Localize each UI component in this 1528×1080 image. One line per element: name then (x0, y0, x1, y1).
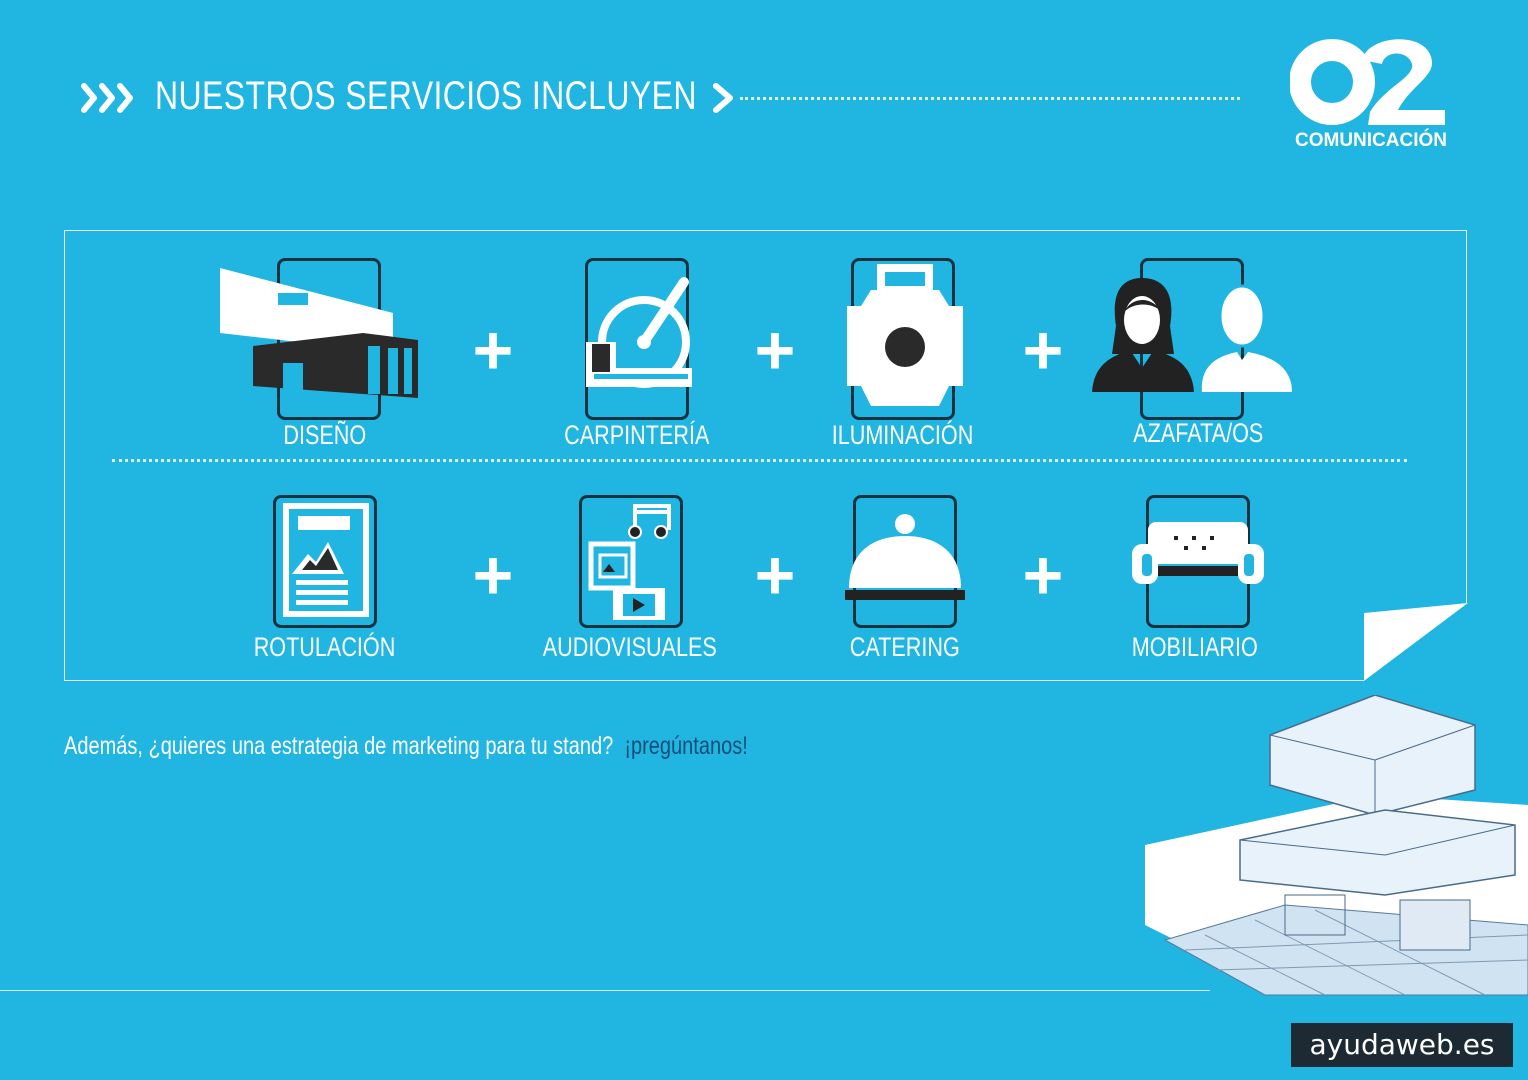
service-label-carpinteria: CARPINTERÍA (564, 420, 710, 450)
catering-frame (853, 495, 957, 628)
page-title: NUESTROS SERVICIOS INCLUYEN (155, 74, 697, 118)
plus-icon: + (754, 536, 796, 614)
folded-corner (1364, 603, 1468, 681)
saw-icon (586, 277, 692, 388)
sofa-icon (1132, 522, 1264, 584)
plus-icon: + (472, 536, 514, 614)
service-label-azafatas: AZAFATA/OS (1132, 418, 1264, 448)
logo-text: COMUNICACIÓN (1295, 130, 1447, 151)
marketing-question: Además, ¿quieres una estrategia de marke… (64, 732, 919, 761)
media-icon (588, 504, 671, 620)
service-label-rotulacion: ROTULACIÓN (254, 632, 396, 662)
services-box (64, 230, 1467, 681)
header-divider (740, 97, 1240, 100)
rotulacion-frame (273, 495, 377, 628)
ask-us-link[interactable]: ¡pregúntanos! (624, 732, 748, 760)
watermark: ayudaweb.es (1291, 1023, 1513, 1067)
plus-icon: + (1022, 536, 1064, 614)
plus-icon: + (754, 311, 796, 389)
question-text: Además, ¿quieres una estrategia de marke… (64, 732, 614, 760)
service-label-diseno: DISEÑO (283, 420, 367, 450)
chevrons-icon (80, 82, 140, 119)
service-label-catering: CATERING (849, 632, 960, 662)
service-label-mobiliario: MOBILIARIO (1131, 632, 1259, 662)
cloche-icon (845, 514, 965, 600)
audiovisuales-frame (579, 495, 683, 628)
spotlight-icon (847, 264, 963, 406)
hosts-icon (1092, 278, 1292, 392)
building-icon (220, 268, 418, 398)
bottom-divider (0, 990, 1210, 991)
plus-icon: + (472, 311, 514, 389)
stand-illustration (1145, 695, 1528, 996)
service-label-iluminacion: ILUMINACIÓN (832, 420, 974, 450)
plus-icon: + (1022, 311, 1064, 389)
poster-icon (283, 503, 369, 617)
row-divider (112, 459, 1407, 462)
logo: COMUNICACIÓN (1289, 32, 1460, 157)
service-label-audiovisuales: AUDIOVISUALES (542, 632, 718, 662)
arrow-icon (712, 82, 738, 119)
